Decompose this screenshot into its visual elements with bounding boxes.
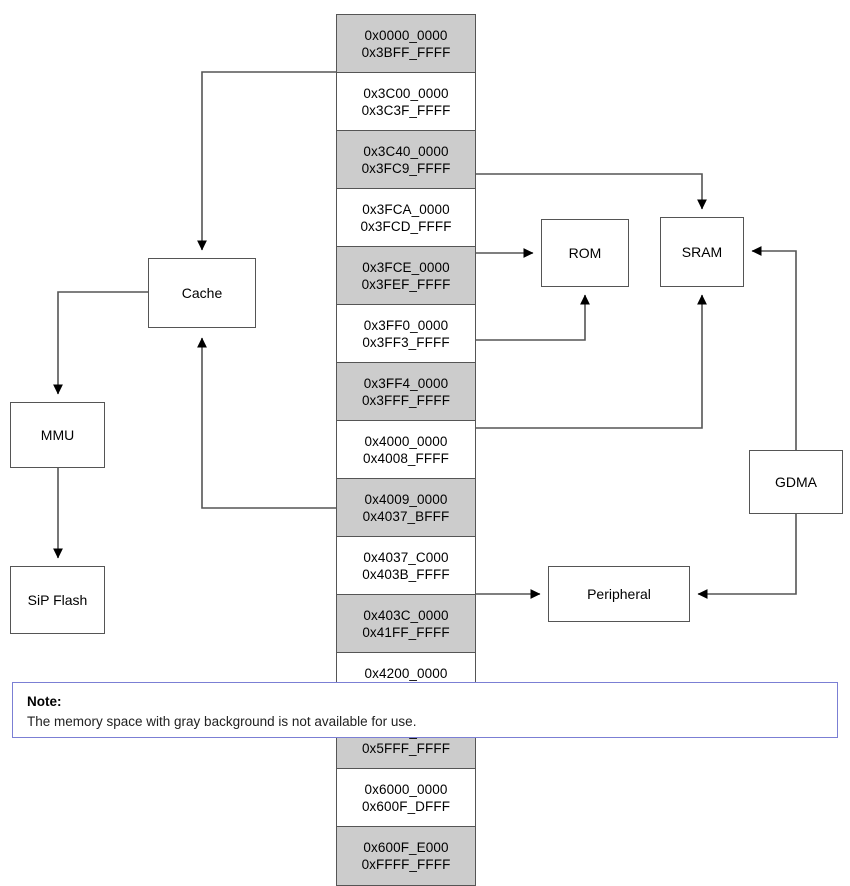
memory-row-end: 0x3FFF_FFFF: [361, 392, 451, 408]
block-cache: Cache: [148, 258, 256, 328]
memory-map-diagram: 0x0000_0000 0x3BFF_FFFF 0x3C00_0000 0x3C…: [10, 14, 843, 886]
memory-row-start: 0x0000_0000: [364, 27, 448, 43]
wire-mem-to-rom-bottom: [476, 294, 590, 341]
note-box: Note: The memory space with gray backgro…: [12, 682, 838, 738]
memory-row: 0x3FCA_0000 0x3FCD_FFFF: [337, 189, 475, 247]
wire-mem-to-cache-bottom: [197, 337, 336, 509]
memory-row-start: 0x6000_0000: [364, 781, 448, 797]
memory-row-start: 0x3FCA_0000: [362, 201, 450, 217]
memory-row-start: 0x600F_E000: [363, 840, 449, 855]
wire-mem-to-sram-top: [476, 173, 707, 210]
memory-row-end: 0x600F_DFFF: [361, 798, 451, 814]
wire-gdma-to-peripheral: [697, 514, 797, 599]
memory-row: 0x3C00_0000 0x3C3F_FFFF: [337, 73, 475, 131]
block-rom: ROM: [541, 219, 629, 287]
memory-row-start: 0x4037_C000: [363, 549, 449, 565]
memory-row-start: 0x3FCE_0000: [362, 259, 450, 275]
wire-cache-to-mmu: [53, 291, 148, 395]
memory-row-end: 0x3BFF_FFFF: [361, 44, 451, 60]
memory-row: 0x600F_E000 0xFFFF_FFFF: [337, 827, 475, 885]
note-title: Note:: [27, 694, 62, 709]
memory-row: 0x3FCE_0000 0x3FEF_FFFF: [337, 247, 475, 305]
memory-row-end: 0x41FF_FFFF: [362, 624, 450, 640]
memory-row: 0x3FF0_0000 0x3FF3_FFFF: [337, 305, 475, 363]
memory-row-end: 0x3FC9_FFFF: [361, 160, 451, 176]
memory-row: 0x0000_0000 0x3BFF_FFFF: [337, 15, 475, 73]
wire-gdma-to-sram: [751, 246, 797, 450]
memory-row-end: 0x3FCD_FFFF: [360, 218, 452, 234]
memory-row-end: 0x3FEF_FFFF: [361, 276, 451, 292]
memory-row-start: 0x403C_0000: [363, 607, 449, 623]
memory-row-start: 0x3FF0_0000: [363, 317, 449, 333]
block-mmu: MMU: [10, 402, 105, 468]
block-sram: SRAM: [660, 217, 744, 287]
memory-row-end: 0x3FF3_FFFF: [362, 334, 450, 350]
block-peripheral: Peripheral: [548, 566, 690, 622]
memory-row-start: 0x4200_0000: [364, 665, 448, 681]
memory-row: 0x4009_0000 0x4037_BFFF: [337, 479, 475, 537]
memory-row-end: 0x403B_FFFF: [362, 566, 450, 582]
memory-row-end: 0xFFFF_FFFF: [361, 857, 451, 872]
memory-address-column: 0x0000_0000 0x3BFF_FFFF 0x3C00_0000 0x3C…: [336, 14, 476, 886]
block-gdma: GDMA: [749, 450, 843, 514]
wire-mem-to-sram-bottom: [476, 294, 707, 429]
memory-row: 0x4037_C000 0x403B_FFFF: [337, 537, 475, 595]
memory-row: 0x3FF4_0000 0x3FFF_FFFF: [337, 363, 475, 421]
block-sip-flash: SiP Flash: [10, 566, 105, 634]
memory-row-start: 0x3C40_0000: [363, 143, 449, 159]
memory-row-end: 0x4037_BFFF: [362, 508, 450, 524]
memory-row: 0x403C_0000 0x41FF_FFFF: [337, 595, 475, 653]
memory-row-end: 0x4008_FFFF: [363, 450, 449, 466]
memory-row-start: 0x4000_0000: [364, 433, 448, 449]
memory-row: 0x4000_0000 0x4008_FFFF: [337, 421, 475, 479]
memory-row: 0x3C40_0000 0x3FC9_FFFF: [337, 131, 475, 189]
memory-row-end: 0x5FFF_FFFF: [361, 740, 451, 756]
memory-row-end: 0x3C3F_FFFF: [361, 102, 451, 118]
note-body: The memory space with gray background is…: [27, 714, 417, 729]
memory-row-start: 0x4009_0000: [364, 491, 448, 507]
wire-mem-to-cache-top: [197, 71, 336, 251]
memory-row-start: 0x3FF4_0000: [363, 375, 449, 391]
memory-row: 0x6000_0000 0x600F_DFFF: [337, 769, 475, 827]
memory-row-start: 0x3C00_0000: [363, 85, 449, 101]
